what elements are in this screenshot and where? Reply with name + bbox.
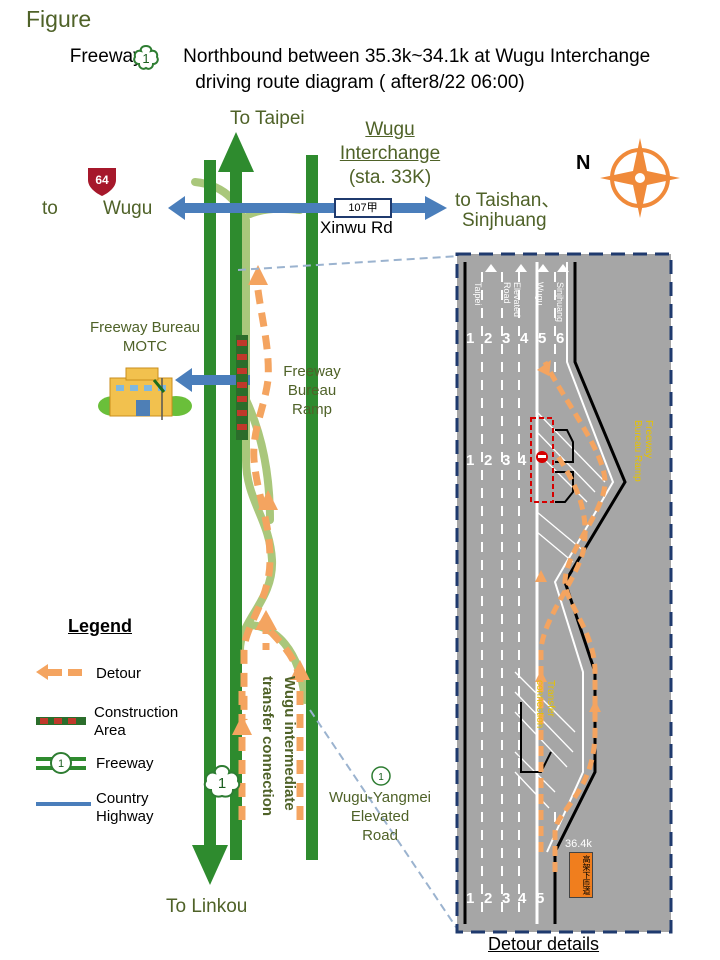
xinwu-label: Xinwu Rd <box>320 218 393 237</box>
title-line-2: driving route diagram ( after8/22 06:00) <box>195 72 525 93</box>
wugu-label: Wugu <box>103 198 153 219</box>
motc-label: MOTC <box>122 338 168 355</box>
yangmei-shield-icon: 1 <box>371 766 391 786</box>
freeway-shield-number: 1 <box>142 51 149 66</box>
legend-detour-label: Detour <box>96 665 142 682</box>
mid-lane-2: 2 <box>484 452 493 469</box>
freeway-shield-icon: 1 <box>133 44 159 70</box>
country-highway <box>168 196 447 392</box>
km-marker: 36.4k <box>565 838 592 850</box>
legend-highway-icon <box>36 802 91 806</box>
wugu-intermediate-label: Wugu intermediate <box>281 676 298 811</box>
lane-label-taipei: Taipei <box>473 282 483 306</box>
construction-area <box>236 335 248 440</box>
freeway-shield-large-icon: 1 <box>203 764 241 798</box>
detail-ramp-label: Freeway Bureau Ramp <box>632 420 654 482</box>
detail-detour-paths <box>538 360 608 872</box>
bottom-lane-1: 1 <box>466 890 475 907</box>
to-label: to <box>42 198 58 219</box>
top-lane-4: 4 <box>520 330 529 347</box>
diagram-title: Freeway Northbound between 35.3k~34.1k a… <box>0 44 720 96</box>
large-shield-number: 1 <box>218 775 226 792</box>
detail-transfer-label: Transfer connection <box>534 680 556 729</box>
yangmei-label: Wugu-Yangmei Elevated Road <box>329 789 431 844</box>
to-linkou-label: To Linkou <box>166 896 248 917</box>
bureau-building-icon <box>98 367 192 420</box>
highway-64-shield-icon: 64 <box>88 168 116 196</box>
legend-symbols: 1 <box>36 664 91 806</box>
mid-lane-3: 3 <box>502 452 511 469</box>
to-taishan-label: to Taishan、 <box>455 190 561 211</box>
route-plate: 107甲 <box>334 198 392 218</box>
interchange-name: Wugu <box>365 119 415 140</box>
bureau-label: Freeway Bureau <box>89 319 201 336</box>
legend-detour-icon <box>36 664 82 680</box>
title-suffix: Northbound between 35.3k~34.1k at Wugu I… <box>183 46 651 67</box>
sinjhuang-label: Sinjhuang <box>462 210 547 231</box>
ramp-label: Freeway Bureau Ramp <box>283 363 341 418</box>
mid-lane-4: 4 <box>518 452 527 469</box>
bottom-lane-5: 5 <box>536 890 545 907</box>
top-lane-6: 6 <box>556 330 565 347</box>
lane-label-wugu: Wugu <box>535 282 545 306</box>
legend-highway-label: Country Highway <box>96 790 154 825</box>
legend-construction-label: Construction Area <box>94 704 179 739</box>
zoom-lines <box>237 255 461 931</box>
to-taipei-label: To Taipei <box>230 108 305 129</box>
bottom-lane-3: 3 <box>502 890 511 907</box>
legend-construction-icon <box>36 717 86 725</box>
exit-sign: 高架下匝道 <box>569 852 593 898</box>
detail-title: Detour details <box>488 934 600 954</box>
mid-lane-1: 1 <box>466 452 475 469</box>
bottom-lane-2: 2 <box>484 890 493 907</box>
compass-north: N <box>576 152 591 174</box>
interchange-label: Wugu Interchange (sta. 33K) <box>320 118 460 190</box>
top-lane-arrows <box>485 264 569 272</box>
detail-arrowheads <box>535 360 601 712</box>
yangmei-shield-number: 1 <box>378 772 384 783</box>
compass-icon <box>600 138 680 218</box>
figure-label: Figure <box>26 6 92 32</box>
legend-freeway-icon: 1 <box>36 752 86 774</box>
title-line-1: Freeway Northbound between 35.3k~34.1k a… <box>0 44 720 70</box>
transfer-connection-label: transfer connection <box>259 676 276 817</box>
title-prefix: Freeway <box>69 46 143 67</box>
freeway-lines <box>192 132 318 885</box>
top-lane-3: 3 <box>502 330 511 347</box>
detour-detail-panel <box>455 252 673 934</box>
legend-freeway-label: Freeway <box>96 755 154 772</box>
highway-64-number: 64 <box>95 173 109 187</box>
legend-title: Legend <box>68 616 133 636</box>
interchange-word: Interchange <box>339 143 441 164</box>
top-lane-1: 1 <box>466 330 475 347</box>
top-lane-2: 2 <box>484 330 493 347</box>
detour-arrowheads <box>232 265 310 735</box>
legend-freeway-number: 1 <box>58 758 64 770</box>
lane-label-elevated: Elevated Road <box>502 282 522 318</box>
bottom-lane-4: 4 <box>518 890 527 907</box>
top-lane-5: 5 <box>538 330 547 347</box>
lane-label-sinjhuang: Sinjhuang <box>555 282 565 323</box>
interchange-station: (sta. 33K) <box>348 167 432 188</box>
